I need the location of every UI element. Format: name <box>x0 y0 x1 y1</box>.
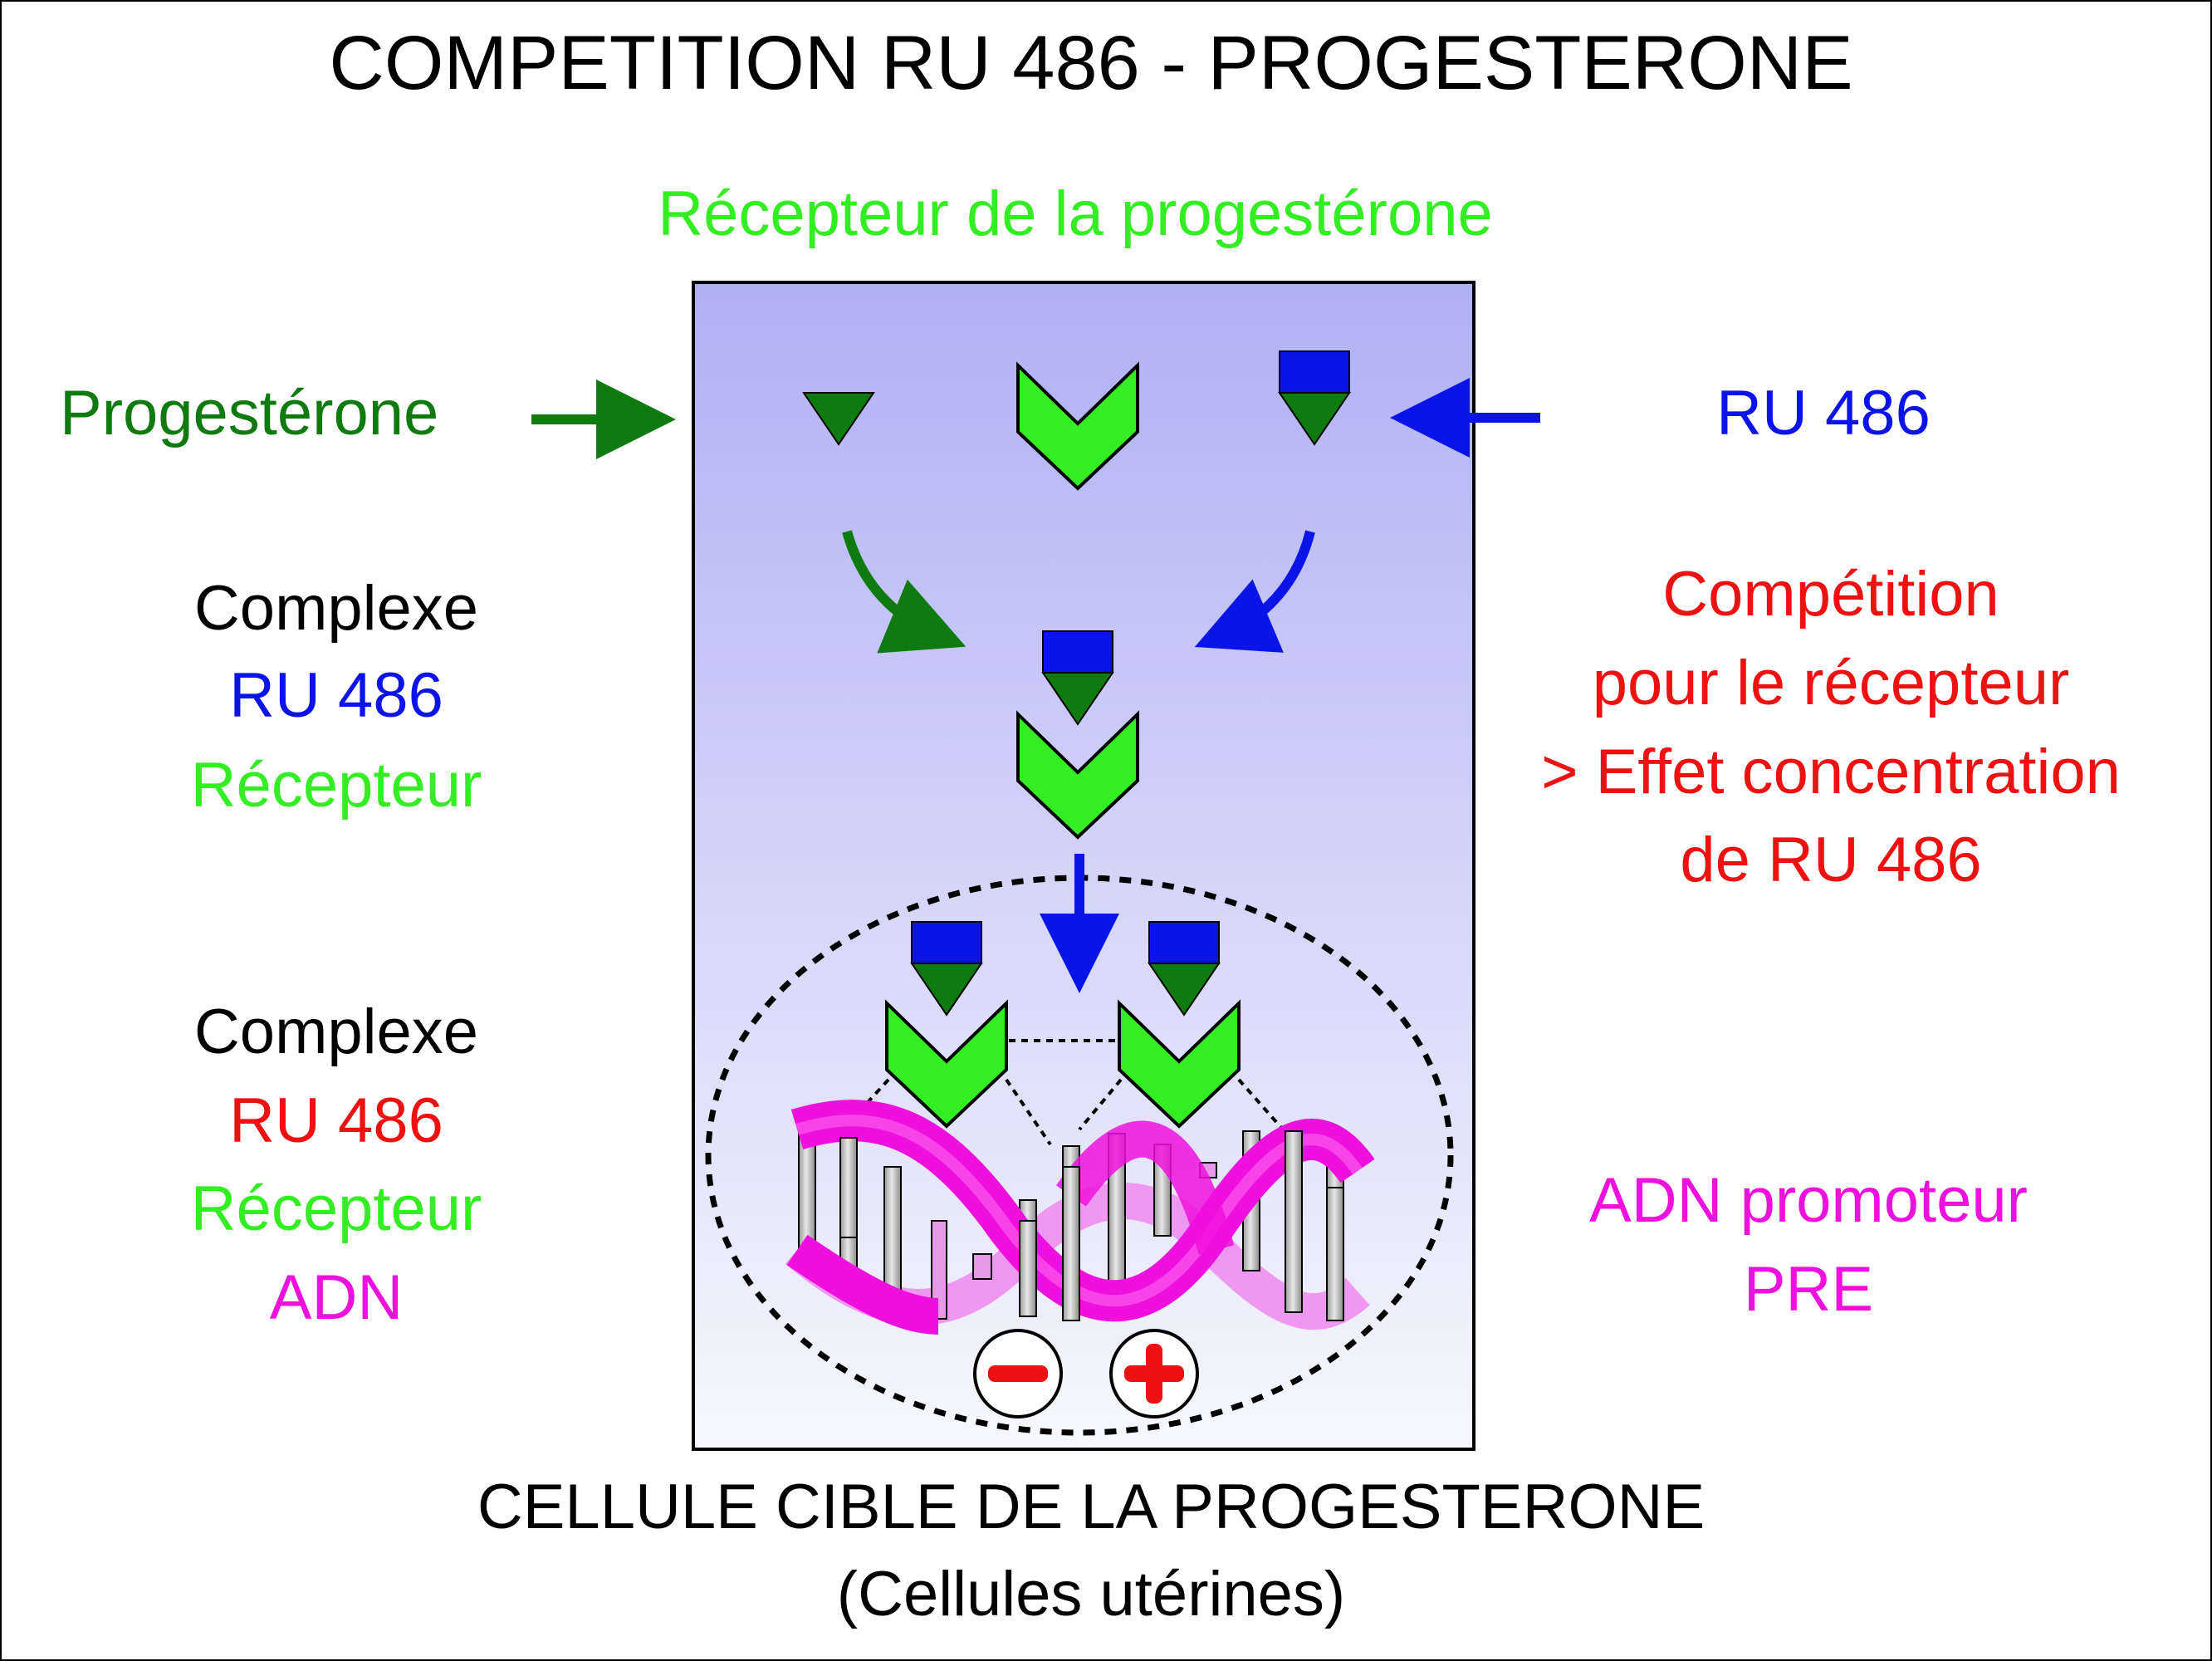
receptor-label: Récepteur de la progestérone <box>658 179 1493 249</box>
plus-sign-icon <box>1109 1329 1199 1418</box>
complex2-line4: ADN <box>269 1262 404 1333</box>
complex1-line1: Complexe <box>193 573 479 644</box>
competition-line2: pour le récepteur <box>1592 648 2070 718</box>
cell-label-line1: CELLULE CIBLE DE LA PROGESTERONE <box>477 1472 1705 1542</box>
dna-label-line1: ADN promoteur <box>1589 1165 2028 1236</box>
ru486-label: RU 486 <box>1716 378 1931 448</box>
competition-line3: > Effet concentration <box>1541 737 2121 807</box>
dna-label-line2: PRE <box>1743 1254 1874 1325</box>
cell-label-line2: (Cellules utérines) <box>836 1559 1346 1629</box>
complex2-line1: Complexe <box>193 997 479 1067</box>
dna-helix-icon <box>785 1100 1375 1335</box>
complex2-line2: RU 486 <box>229 1085 443 1156</box>
complex1-line2: RU 486 <box>229 660 443 731</box>
ru486-binding-arrow <box>1194 530 1315 653</box>
diagram-title: COMPETITION RU 486 - PROGESTERONE <box>329 21 1853 105</box>
complex1-line3: Récepteur <box>190 750 482 821</box>
complex2-line3: Récepteur <box>190 1173 482 1244</box>
competition-line4: de RU 486 <box>1680 825 1982 895</box>
competition-line1: Compétition <box>1662 559 1999 630</box>
minus-sign-icon <box>973 1329 1063 1418</box>
progesterone-binding-arrow <box>842 530 967 654</box>
progesterone-label: Progestérone <box>60 378 439 448</box>
